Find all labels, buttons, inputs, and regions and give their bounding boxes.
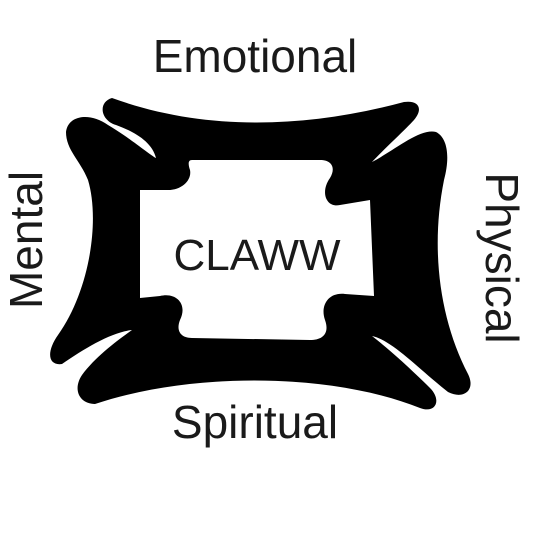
label-emotional: Emotional xyxy=(153,30,358,82)
claww-frame-shape xyxy=(50,98,471,410)
center-label: CLAWW xyxy=(173,231,340,280)
label-mental: Mental xyxy=(0,171,52,309)
label-physical: Physical xyxy=(476,172,528,343)
label-spiritual: Spiritual xyxy=(172,396,338,448)
